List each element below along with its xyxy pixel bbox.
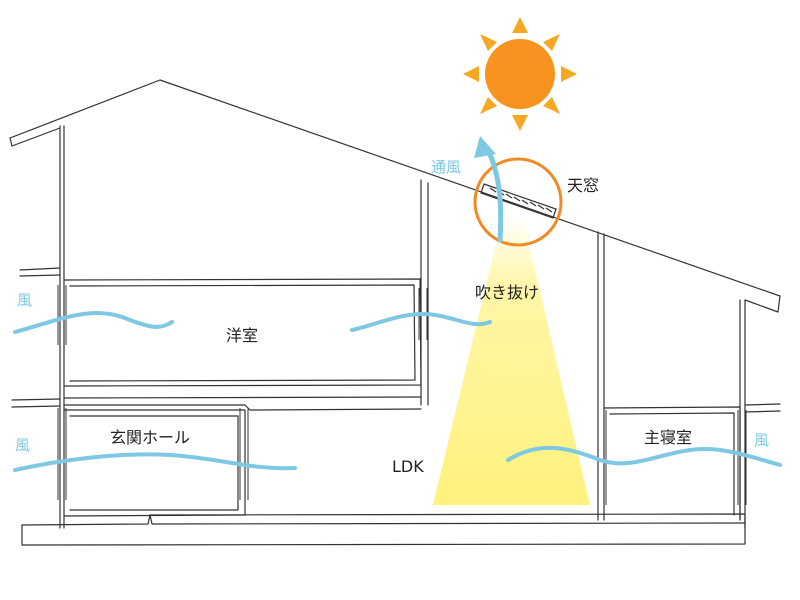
skylight-window <box>480 183 557 219</box>
label-kaze-lower-left: 風 <box>15 436 30 454</box>
label-tsuufuu: 通風 <box>431 158 461 176</box>
label-kaze-upper-left: 風 <box>17 291 32 309</box>
label-ldk: LDK <box>392 457 424 476</box>
airflow-arrow-icon <box>474 136 504 243</box>
skylight-highlight-circle <box>473 157 563 247</box>
wind-wave-upper-middle <box>350 311 492 332</box>
sun-icon <box>463 17 577 131</box>
wind-wave-upper-left <box>13 310 174 334</box>
label-shushinshitsu: 主寝室 <box>644 428 692 447</box>
label-youshitsu: 洋室 <box>226 326 258 345</box>
building-outline <box>9 79 781 546</box>
light-cone <box>433 215 590 505</box>
wind-waves <box>13 310 782 472</box>
wind-wave-lower-left <box>13 452 297 472</box>
label-genkan-hall: 玄関ホール <box>110 428 190 447</box>
label-kaze-right: 風 <box>754 431 769 449</box>
wind-wave-lower-right <box>506 445 782 467</box>
label-fukinuke: 吹き抜け <box>475 283 539 302</box>
label-tenmado: 天窓 <box>567 176 599 195</box>
